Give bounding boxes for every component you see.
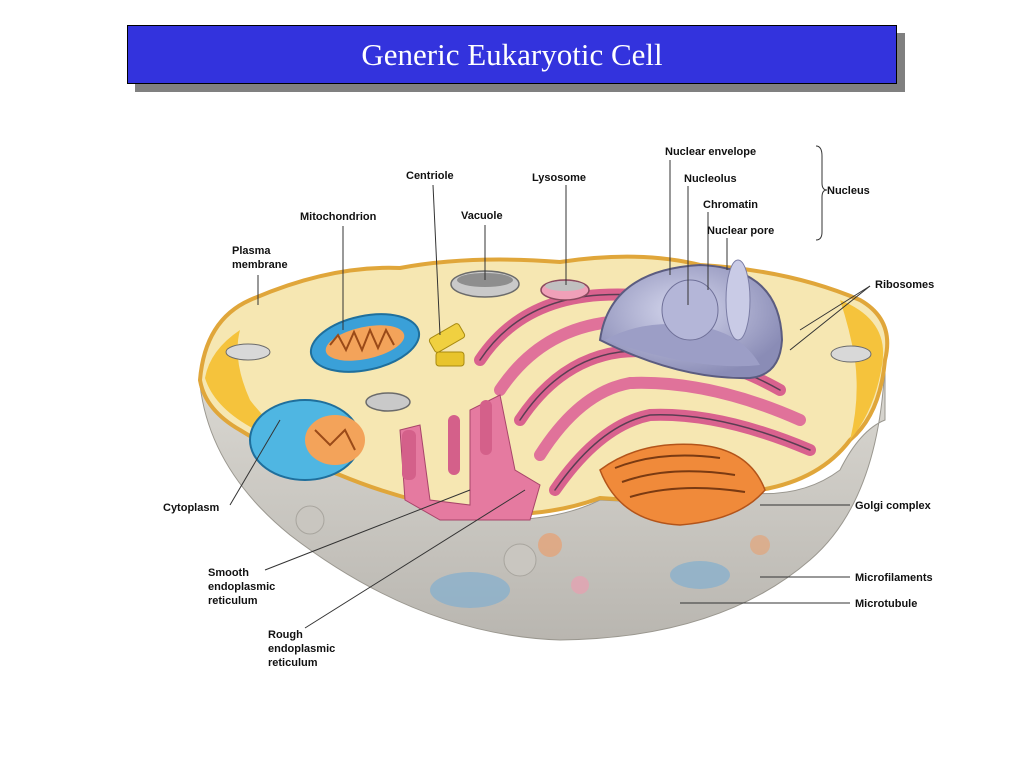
centriole-drawing (428, 323, 466, 367)
label-nuclear-pore: Nuclear pore (707, 225, 774, 237)
lower-section-organelles (295, 505, 770, 608)
title-banner: Generic Eukaryotic Cell (127, 25, 897, 84)
label-microfilaments: Microfilaments (855, 572, 933, 584)
label-ribosomes: Ribosomes (875, 279, 934, 291)
label-cytoplasm: Cytoplasm (163, 502, 219, 514)
label-golgi-complex: Golgi complex (855, 500, 932, 512)
label-vacuole: Vacuole (461, 210, 503, 222)
label-rough-er-line2: endoplasmic (268, 643, 335, 655)
label-plasma-membrane-line2: membrane (232, 259, 288, 271)
label-nucleolus: Nucleolus (684, 173, 737, 185)
label-smooth-er-line1: Smooth (208, 567, 249, 579)
label-plasma-membrane-line1: Plasma (232, 245, 271, 257)
label-mitochondrion: Mitochondrion (300, 211, 377, 223)
nucleus-drawing (598, 259, 784, 380)
label-rough-er-line3: reticulum (268, 657, 318, 669)
label-chromatin: Chromatin (703, 199, 758, 211)
label-smooth-er-line3: reticulum (208, 595, 258, 607)
smooth-er-drawing (399, 394, 541, 521)
golgi-drawing (599, 443, 766, 526)
cell-illustration (197, 254, 890, 641)
label-microtubule: Microtubule (855, 598, 917, 610)
label-nucleus: Nucleus (827, 185, 870, 197)
slide-title: Generic Eukaryotic Cell (361, 36, 663, 72)
label-nuclear-envelope: Nuclear envelope (665, 146, 756, 158)
mitochondria-drawing (249, 313, 421, 481)
label-centriole: Centriole (406, 170, 454, 182)
label-lysosome: Lysosome (532, 172, 586, 184)
cytoplasm-rim (205, 330, 340, 470)
leader-lines (229, 145, 871, 629)
cytoplasm-rim-right (840, 300, 884, 440)
labels: Nuclear envelope Nucleolus Chromatin Nuc… (163, 146, 934, 669)
label-rough-er-line1: Rough (268, 629, 303, 641)
label-smooth-er-line2: endoplasmic (208, 581, 275, 593)
